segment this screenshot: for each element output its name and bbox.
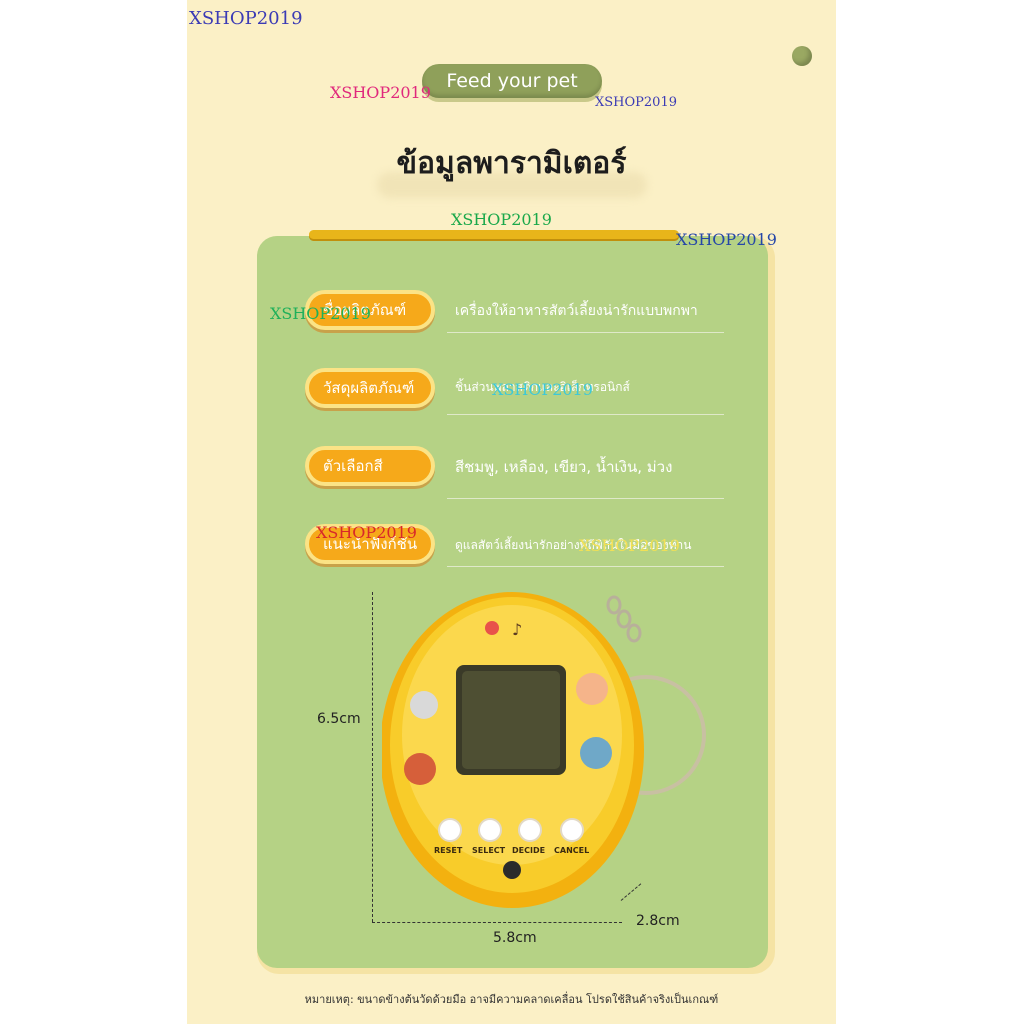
- title-bar: [309, 230, 679, 239]
- button-label: RESET: [434, 846, 463, 855]
- title-underlay: [377, 172, 647, 198]
- watermark: XSHOP2019: [676, 230, 777, 249]
- footnote: หมายเหตุ: ขนาดข้างต้นวัดด้วยมือ อาจมีควา…: [304, 993, 719, 1006]
- button-label: SELECT: [472, 846, 506, 855]
- feed-pet-pill: Feed your pet: [422, 64, 602, 98]
- watermark: XSHOP2019: [451, 210, 552, 229]
- row-divider: [447, 498, 724, 499]
- product-panel: Feed your pet ข้อมูลพารามิเตอร์ ชื่อผลิต…: [187, 0, 836, 1024]
- watermark: XSHOP2019: [270, 304, 371, 323]
- row-label-colors: ตัวเลือกสี: [305, 446, 435, 486]
- row-value-colors: สีชมพู, เหลือง, เขียว, น้ำเงิน, ม่วง: [455, 458, 673, 476]
- page-title: ข้อมูลพารามิเตอร์: [396, 146, 627, 181]
- watermark: XSHOP2019: [189, 8, 303, 29]
- row-divider: [447, 414, 724, 415]
- height-guide: [372, 592, 373, 922]
- depth-label: 2.8cm: [636, 913, 680, 929]
- width-guide: [372, 922, 622, 923]
- decorative-dot: [792, 46, 812, 66]
- watermark: XSHOP2019: [492, 380, 593, 399]
- button-label: CANCEL: [554, 846, 589, 855]
- row-value-material: ชิ้นส่วนพลาสติกและอิเล็กทรอนิกส์: [455, 380, 630, 394]
- row-value-name: เครื่องให้อาหารสัตว์เลี้ยงน่ารักแบบพกพา: [455, 303, 698, 319]
- height-label: 6.5cm: [317, 711, 361, 727]
- row-label-material: วัสดุผลิตภัณฑ์: [305, 368, 435, 408]
- watermark: XSHOP2019: [579, 536, 680, 555]
- row-label-function: แนะนำฟังก์ชัน: [305, 524, 435, 564]
- watermark: XSHOP2019: [595, 95, 677, 110]
- row-divider: [447, 566, 724, 567]
- row-label-name: ชื่อผลิตภัณฑ์: [305, 290, 435, 330]
- row-value-function: ดูแลสัตว์เลี้ยงน่ารักอย่างพิถีพิถันในมือ…: [455, 538, 692, 552]
- tamagotchi-device: ♪ RESET SELECT DECIDE CANCEL: [382, 592, 706, 908]
- row-divider: [447, 332, 724, 333]
- watermark: XSHOP2019: [330, 83, 431, 102]
- svg-text:♪: ♪: [512, 620, 522, 639]
- watermark: XSHOP2019: [316, 523, 417, 542]
- width-label: 5.8cm: [493, 930, 537, 946]
- button-label: DECIDE: [512, 846, 545, 855]
